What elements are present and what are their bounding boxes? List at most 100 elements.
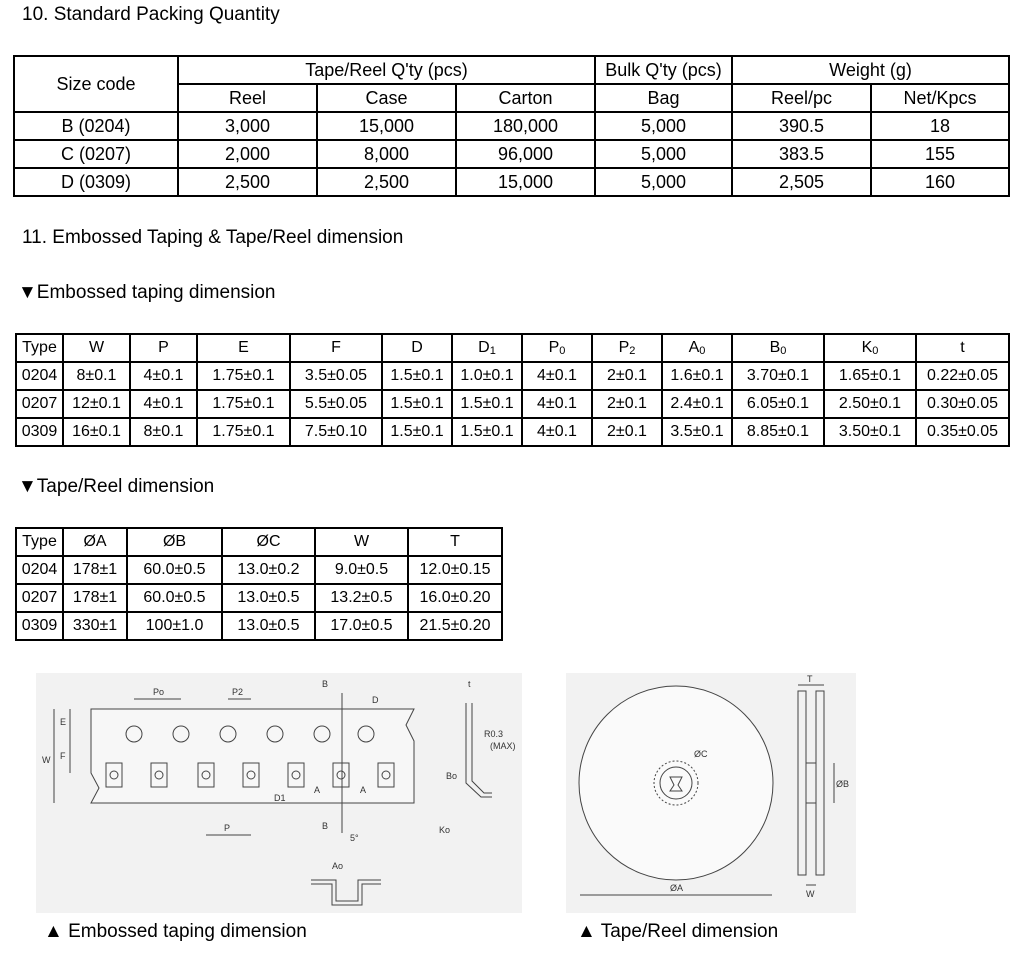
embossed-taping-drawing: Po P2 B D E F W P D1 A A t R0.3 (MAX) Bo… [36, 673, 522, 913]
table-cell: 5,000 [594, 111, 734, 141]
table-cell: 1.5±0.1 [381, 417, 453, 447]
col-header: E [196, 333, 291, 363]
table-cell: 0207 [15, 389, 64, 419]
table-cell: 8.85±0.1 [731, 417, 825, 447]
table-cell: 1.65±0.1 [823, 361, 917, 391]
table-cell: 16±0.1 [62, 417, 131, 447]
table-cell: 60.0±0.5 [126, 555, 223, 585]
label-p: P [224, 823, 230, 833]
col-header: P2 [591, 333, 663, 363]
col-header: F [289, 333, 383, 363]
tape-reel-table: Type ØA ØB ØC W T 0204 178±1 60.0±0.5 13… [15, 527, 503, 641]
table-cell: 2.50±0.1 [823, 389, 917, 419]
table-cell: 1.75±0.1 [196, 361, 291, 391]
embossed-taping-subtitle: ▼Embossed taping dimension [18, 282, 276, 303]
table-cell: 3.70±0.1 [731, 361, 825, 391]
table-cell: 13.0±0.5 [221, 611, 316, 641]
label-bo: Bo [446, 771, 457, 781]
table-cell: 6.05±0.1 [731, 389, 825, 419]
table-cell: B (0204) [13, 111, 179, 141]
table-cell: 155 [870, 139, 1011, 169]
table-cell: 0.30±0.05 [915, 389, 1010, 419]
col-header: B0 [731, 333, 825, 363]
sub-header: Reel/pc [731, 83, 873, 113]
table-cell: 1.5±0.1 [381, 361, 453, 391]
table-row: D (0309) 2,500 2,500 15,000 5,000 2,505 … [13, 167, 1011, 197]
table-cell: 4±0.1 [129, 389, 198, 419]
table-cell: D (0309) [13, 167, 179, 197]
table-row: C (0207) 2,000 8,000 96,000 5,000 383.5 … [13, 139, 1011, 169]
table-cell: 4±0.1 [521, 389, 593, 419]
table-cell: 2.4±0.1 [661, 389, 733, 419]
size-code-header: Size code [13, 55, 179, 113]
table-cell: 16.0±0.20 [407, 583, 503, 613]
label-reel-a: ØA [670, 883, 683, 893]
table-cell: 8±0.1 [62, 361, 131, 391]
label-reel-b: ØB [836, 779, 849, 789]
table-row: 0309 330±1 100±1.0 13.0±0.5 17.0±0.5 21.… [15, 611, 503, 641]
table-cell: 96,000 [454, 139, 597, 169]
table-cell: 1.5±0.1 [381, 389, 453, 419]
col-header: P0 [521, 333, 593, 363]
col-header: ØB [126, 527, 223, 557]
table-cell: 3.50±0.1 [823, 417, 917, 447]
table-cell: 180,000 [454, 111, 597, 141]
label-ko: Ko [439, 825, 450, 835]
label-e: E [60, 717, 66, 727]
col-header: D1 [451, 333, 523, 363]
col-header: P [129, 333, 198, 363]
table-cell: 12.0±0.15 [407, 555, 503, 585]
table-cell: 2,500 [177, 167, 318, 197]
label-r: R0.3 [484, 729, 503, 739]
table-cell: 0207 [15, 583, 64, 613]
table-cell: 0204 [15, 361, 64, 391]
label-p2: P2 [232, 687, 243, 697]
table-row: 0309 16±0.1 8±0.1 1.75±0.1 7.5±0.10 1.5±… [15, 417, 1010, 447]
table-cell: 3,000 [177, 111, 318, 141]
table-cell: 13.2±0.5 [314, 583, 409, 613]
table-cell: 2,505 [731, 167, 873, 197]
table-cell: 18 [870, 111, 1011, 141]
table-cell: 2±0.1 [591, 417, 663, 447]
table-cell: 9.0±0.5 [314, 555, 409, 585]
col-header: W [62, 333, 131, 363]
table-cell: 4±0.1 [129, 361, 198, 391]
sub-header: Bag [594, 83, 734, 113]
table-cell: 2±0.1 [591, 389, 663, 419]
table-cell: 0.35±0.05 [915, 417, 1010, 447]
table-row: B (0204) 3,000 15,000 180,000 5,000 390.… [13, 111, 1011, 141]
label-b2: B [322, 821, 328, 831]
table-cell: C (0207) [13, 139, 179, 169]
label-d: D [372, 695, 379, 705]
table-cell: 5,000 [594, 139, 734, 169]
table-row: 0207 178±1 60.0±0.5 13.0±0.5 13.2±0.5 16… [15, 583, 503, 613]
embossed-taping-table: Type W P E F D D1 P0 P2 A0 B0 K0 t 0204 … [15, 333, 1010, 447]
table-cell: 390.5 [731, 111, 873, 141]
table-cell: 1.6±0.1 [661, 361, 733, 391]
table-cell: 8,000 [316, 139, 457, 169]
col-header: ØC [221, 527, 316, 557]
table-cell: 5,000 [594, 167, 734, 197]
table-cell: 0204 [15, 555, 64, 585]
section-10-title: 10. Standard Packing Quantity [22, 4, 280, 25]
table-cell: 8±0.1 [129, 417, 198, 447]
label-reel-t: T [807, 674, 813, 684]
table-cell: 2,500 [316, 167, 457, 197]
col-header: T [407, 527, 503, 557]
table-cell: 330±1 [62, 611, 128, 641]
label-t: t [468, 679, 471, 689]
col-header: Type [15, 333, 64, 363]
table-cell: 160 [870, 167, 1011, 197]
table-cell: 5.5±0.05 [289, 389, 383, 419]
table-cell: 383.5 [731, 139, 873, 169]
label-reel-w: W [806, 889, 815, 899]
label-po: Po [153, 687, 164, 697]
table-cell: 1.5±0.1 [451, 417, 523, 447]
tape-reel-caption: ▲ Tape/Reel dimension [577, 921, 779, 942]
table-row: 0204 8±0.1 4±0.1 1.75±0.1 3.5±0.05 1.5±0… [15, 361, 1010, 391]
label-a: A [314, 785, 320, 795]
col-header: A0 [661, 333, 733, 363]
table-cell: 3.5±0.05 [289, 361, 383, 391]
label-reel-c: ØC [694, 749, 708, 759]
table-cell: 1.75±0.1 [196, 389, 291, 419]
